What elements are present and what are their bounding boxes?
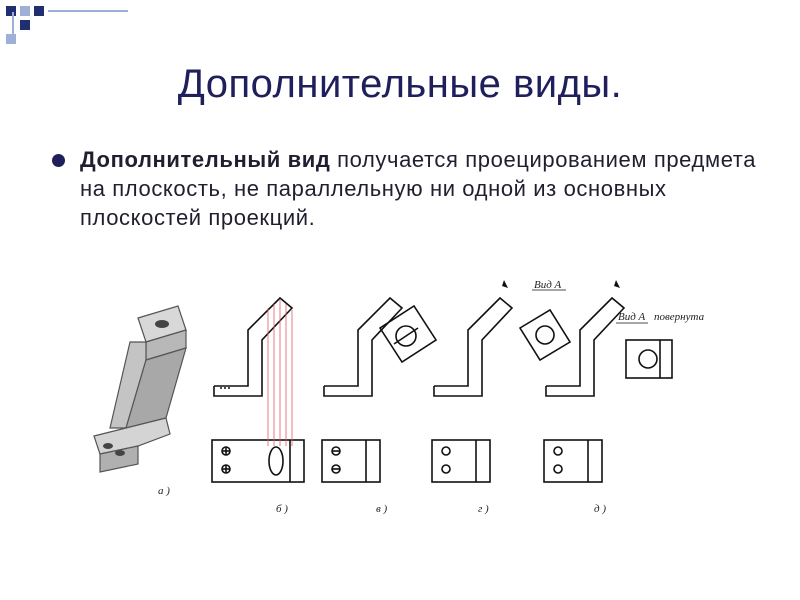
- projection-lines: [267, 300, 293, 446]
- label-d: д ): [594, 503, 606, 515]
- bullet-dot: [52, 154, 65, 167]
- bullet-paragraph: Дополнительный вид получается проецирова…: [80, 145, 770, 232]
- label-g: г ): [478, 503, 489, 515]
- view-b: [211, 296, 305, 483]
- isometric-part: [93, 305, 187, 473]
- decorative-corner: [0, 0, 140, 44]
- label-b: б ): [276, 503, 288, 515]
- view-a-label: Вид А: [534, 279, 562, 291]
- view-d: [543, 296, 673, 483]
- label-a: а ): [158, 485, 170, 497]
- rotated-label: повернута: [654, 311, 705, 323]
- view-v: [321, 296, 438, 483]
- label-v: в ): [376, 503, 388, 515]
- page-title: Дополнительные виды.: [177, 62, 623, 106]
- bullet-term: Дополнительный вид: [80, 147, 331, 172]
- view-a-rotated-label: Вид А: [618, 311, 646, 323]
- arrow-a-g: [502, 280, 508, 288]
- arrow-a-d: [614, 280, 620, 288]
- bullet-definition: получается проецированием предмета на пл…: [80, 147, 757, 230]
- projection-figure: а ) б ) в ) Вид А г ): [93, 279, 705, 515]
- view-g: [431, 296, 572, 483]
